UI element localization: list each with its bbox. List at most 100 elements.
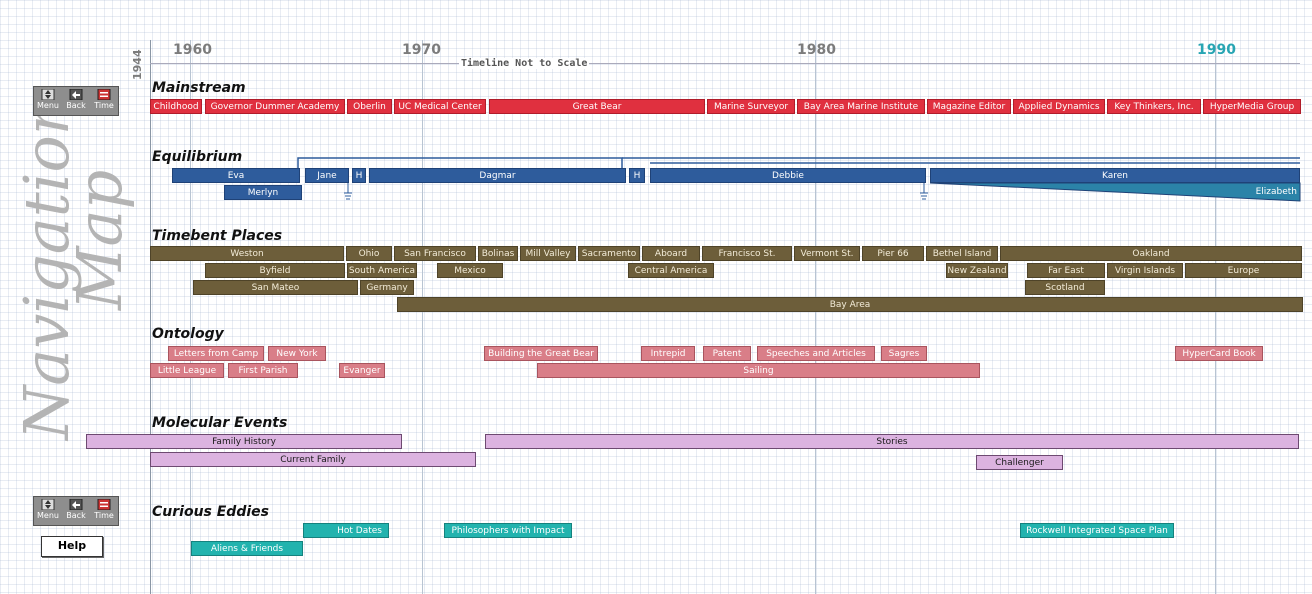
menu-icon <box>41 499 55 510</box>
time-button-bottom[interactable]: Time <box>91 498 117 524</box>
molecular-item[interactable]: Stories <box>485 434 1299 449</box>
equilibrium-item[interactable]: Dagmar <box>369 168 626 183</box>
ontology-item[interactable]: Letters from Camp <box>168 346 264 361</box>
mainstream-item[interactable]: Great Bear <box>489 99 705 114</box>
equilibrium-item[interactable]: Merlyn <box>224 185 302 200</box>
equilibrium-connectors <box>297 157 1301 202</box>
back-arrow-icon <box>69 499 83 510</box>
ontology-item[interactable]: Patent <box>703 346 751 361</box>
ontology-item[interactable]: Speeches and Articles <box>757 346 875 361</box>
help-button[interactable]: Help <box>41 536 103 557</box>
ontology-item[interactable]: HyperCard Book <box>1175 346 1263 361</box>
category-mainstream: Mainstream <box>152 80 246 96</box>
menu-label: Menu <box>37 101 59 110</box>
menu-button-bottom[interactable]: Menu <box>35 498 61 524</box>
place-item[interactable]: Francisco St. <box>702 246 792 261</box>
place-item[interactable]: Scotland <box>1025 280 1105 295</box>
equilibrium-item[interactable]: Jane <box>305 168 349 183</box>
place-item[interactable]: Mexico <box>437 263 503 278</box>
place-item[interactable]: Ohio <box>346 246 392 261</box>
molecular-item[interactable]: Challenger <box>976 455 1063 470</box>
decade-label-1980: 1980 <box>797 42 836 58</box>
decade-label-1970: 1970 <box>402 42 441 58</box>
place-item[interactable]: Oakland <box>1000 246 1302 261</box>
ontology-item[interactable]: Intrepid <box>641 346 695 361</box>
back-label: Back <box>66 511 86 520</box>
molecular-item[interactable]: Current Family <box>150 452 476 467</box>
ontology-item[interactable]: First Parish <box>228 363 298 378</box>
equilibrium-item[interactable]: Debbie <box>650 168 926 183</box>
equilibrium-item[interactable]: Eva <box>172 168 300 183</box>
back-label: Back <box>66 101 86 110</box>
equilibrium-item[interactable]: Elizabeth <box>1255 187 1297 197</box>
place-item[interactable]: Aboard <box>642 246 700 261</box>
ontology-item[interactable]: New York <box>268 346 326 361</box>
time-button[interactable]: Time <box>91 88 117 114</box>
equilibrium-item[interactable]: H <box>352 168 366 183</box>
timeline-icon <box>97 499 111 510</box>
eddy-item[interactable]: Hot Dates <box>303 523 389 538</box>
place-item[interactable]: Bay Area <box>397 297 1303 312</box>
mainstream-item[interactable]: Oberlin <box>347 99 392 114</box>
place-item[interactable]: Far East <box>1027 263 1105 278</box>
mainstream-item[interactable]: UC Medical Center <box>394 99 486 114</box>
start-line-1944 <box>150 40 151 594</box>
mainstream-item[interactable]: Governor Dummer Academy <box>205 99 345 114</box>
ontology-item[interactable]: Evanger <box>339 363 385 378</box>
menu-label: Menu <box>37 511 59 520</box>
molecular-item[interactable]: Family History <box>86 434 402 449</box>
place-item[interactable]: Germany <box>360 280 414 295</box>
category-equilibrium: Equilibrium <box>152 149 243 165</box>
place-item[interactable]: South America <box>347 263 417 278</box>
decade-line-1990 <box>1215 40 1216 594</box>
category-molecular-events: Molecular Events <box>152 415 288 431</box>
mainstream-item[interactable]: Key Thinkers, Inc. <box>1107 99 1201 114</box>
decade-label-1960: 1960 <box>173 42 212 58</box>
ontology-item[interactable]: Sagres <box>881 346 927 361</box>
place-item[interactable]: Central America <box>628 263 714 278</box>
place-item[interactable]: Byfield <box>205 263 345 278</box>
mainstream-item[interactable]: HyperMedia Group <box>1203 99 1301 114</box>
place-item[interactable]: Vermont St. <box>794 246 860 261</box>
mainstream-item[interactable]: Applied Dynamics <box>1013 99 1105 114</box>
category-timebent-places: Timebent Places <box>152 228 283 244</box>
place-item[interactable]: Bolinas <box>478 246 518 261</box>
time-label: Time <box>94 511 114 520</box>
time-label: Time <box>94 101 114 110</box>
eddy-item[interactable]: Aliens & Friends <box>191 541 303 556</box>
menu-icon <box>41 89 55 100</box>
place-item[interactable]: Sacramento <box>578 246 640 261</box>
ontology-item[interactable]: Little League <box>150 363 224 378</box>
menu-button[interactable]: Menu <box>35 88 61 114</box>
ontology-item[interactable]: Sailing <box>537 363 980 378</box>
place-item[interactable]: San Francisco <box>394 246 476 261</box>
place-item[interactable]: New Zealand <box>946 263 1008 278</box>
timeline-note: Timeline Not to Scale <box>459 58 590 69</box>
timeline-note-rule <box>150 63 1300 64</box>
equilibrium-item[interactable]: H <box>629 168 645 183</box>
place-item[interactable]: Bethel Island <box>926 246 998 261</box>
place-item[interactable]: Europe <box>1185 263 1302 278</box>
place-item[interactable]: Mill Valley <box>520 246 576 261</box>
nav-toolbar-top: Menu Back Time <box>33 86 119 116</box>
mainstream-item[interactable]: Childhood <box>150 99 202 114</box>
eddy-item[interactable]: Rockwell Integrated Space Plan <box>1020 523 1174 538</box>
place-item[interactable]: San Mateo <box>193 280 358 295</box>
equilibrium-item[interactable]: Karen <box>930 168 1300 183</box>
place-item[interactable]: Pier 66 <box>862 246 924 261</box>
place-item[interactable]: Weston <box>150 246 344 261</box>
mainstream-item[interactable]: Marine Surveyor <box>707 99 795 114</box>
decade-line-1960 <box>190 40 191 594</box>
timeline-icon <box>97 89 111 100</box>
decade-line-1980 <box>815 40 816 594</box>
ontology-item[interactable]: Building the Great Bear <box>484 346 598 361</box>
back-button[interactable]: Back <box>63 88 89 114</box>
mainstream-item[interactable]: Magazine Editor <box>927 99 1011 114</box>
eddy-item[interactable]: Philosophers with Impact <box>444 523 572 538</box>
place-item[interactable]: Virgin Islands <box>1107 263 1183 278</box>
mainstream-item[interactable]: Bay Area Marine Institute <box>797 99 925 114</box>
back-arrow-icon <box>69 89 83 100</box>
back-button-bottom[interactable]: Back <box>63 498 89 524</box>
category-ontology: Ontology <box>152 326 224 342</box>
nav-toolbar-bottom: Menu Back Time <box>33 496 119 526</box>
